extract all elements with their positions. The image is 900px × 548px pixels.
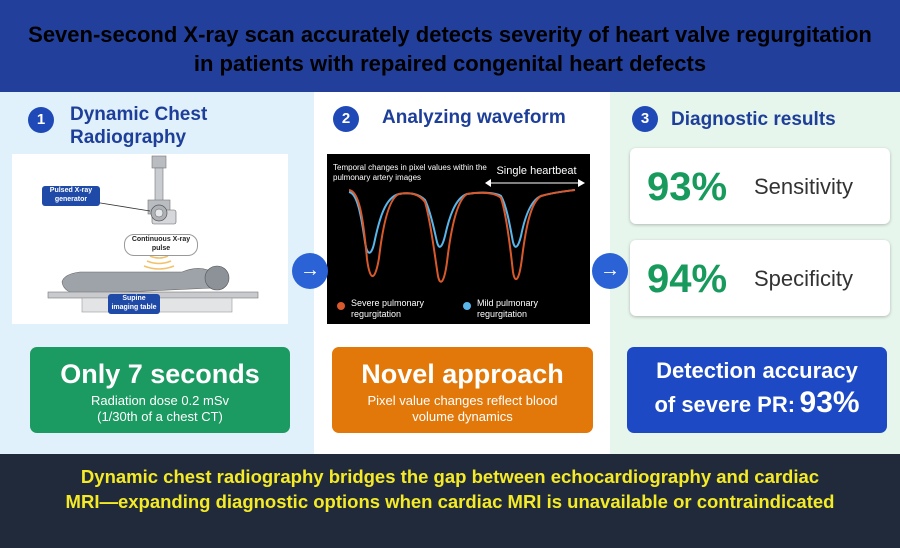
waveform-plot [337,179,585,310]
novel-line2: volume dynamics [412,409,513,424]
specificity-card: 94% Specificity [630,240,890,316]
step-number-3: 3 [632,106,658,132]
accuracy-value: 93% [799,386,860,419]
arrow-right-icon: → [292,253,328,289]
speed-line1: Radiation dose 0.2 mSv [90,393,230,408]
page-title: Seven-second X-ray scan accurately detec… [28,22,872,76]
accuracy-prefix: of severe PR: [654,392,796,417]
radiography-illustration: Pulsed X-ray generator Continuous X-ray … [12,154,288,324]
bottom-bar [0,454,900,548]
step-number-1: 1 [28,107,54,133]
novel-line1: Pixel value changes reflect blood [367,393,558,408]
waveform-caption: Temporal changes in pixel values within … [333,163,487,182]
speed-box: Only 7 seconds Radiation dose 0.2 mSv (1… [30,347,290,433]
sensitivity-label: Sensitivity [754,174,854,199]
severe-legend-dot [337,302,345,310]
specificity-value: 94% [647,257,728,301]
novel-box: Novel approach Pixel value changes refle… [332,347,593,433]
pulse-label: Continuous X-ray pulse [124,234,198,256]
mild-waveform [348,189,576,254]
generator-label: Pulsed X-ray generator [42,186,100,206]
severe-legend-label: Severe pulmonary regurgitation [351,298,425,319]
heartbeat-label: Single heartbeat [496,165,577,177]
sensitivity-value: 93% [647,165,728,209]
severe-waveform [348,189,576,283]
table-label: Supine imaging table [108,294,160,314]
title-bar [0,0,900,92]
accuracy-line1: Detection accuracy [656,358,858,383]
step-title-1: Dynamic Chest Radiography [70,104,208,148]
specificity-label: Specificity [754,266,854,291]
mild-legend-label: Mild pulmonary regurgitation [477,298,539,319]
step-number-2: 2 [333,106,359,132]
accuracy-box: Detection accuracy of severe PR: 93% [627,347,887,433]
sensitivity-card: 93% Sensitivity [630,148,890,224]
bottom-message: Dynamic chest radiography bridges the ga… [10,464,890,514]
mild-legend-dot [463,302,471,310]
step-title-3: Diagnostic results [671,109,836,130]
waveform-chart: Temporal changes in pixel values within … [327,154,590,324]
heartbeat-arrow-right [578,179,585,187]
bottom-line-1: Dynamic chest radiography bridges the ga… [80,466,820,487]
speed-headline: Only 7 seconds [60,359,260,389]
novel-headline: Novel approach [361,359,564,389]
step-title-2: Analyzing waveform [382,107,566,128]
bottom-line-2: MRI—expanding diagnostic options when ca… [65,491,835,512]
heartbeat-arrow-left [485,179,491,187]
speed-line2: (1/30th of a chest CT) [97,409,223,424]
arrow-right-icon-2: → [592,253,628,289]
